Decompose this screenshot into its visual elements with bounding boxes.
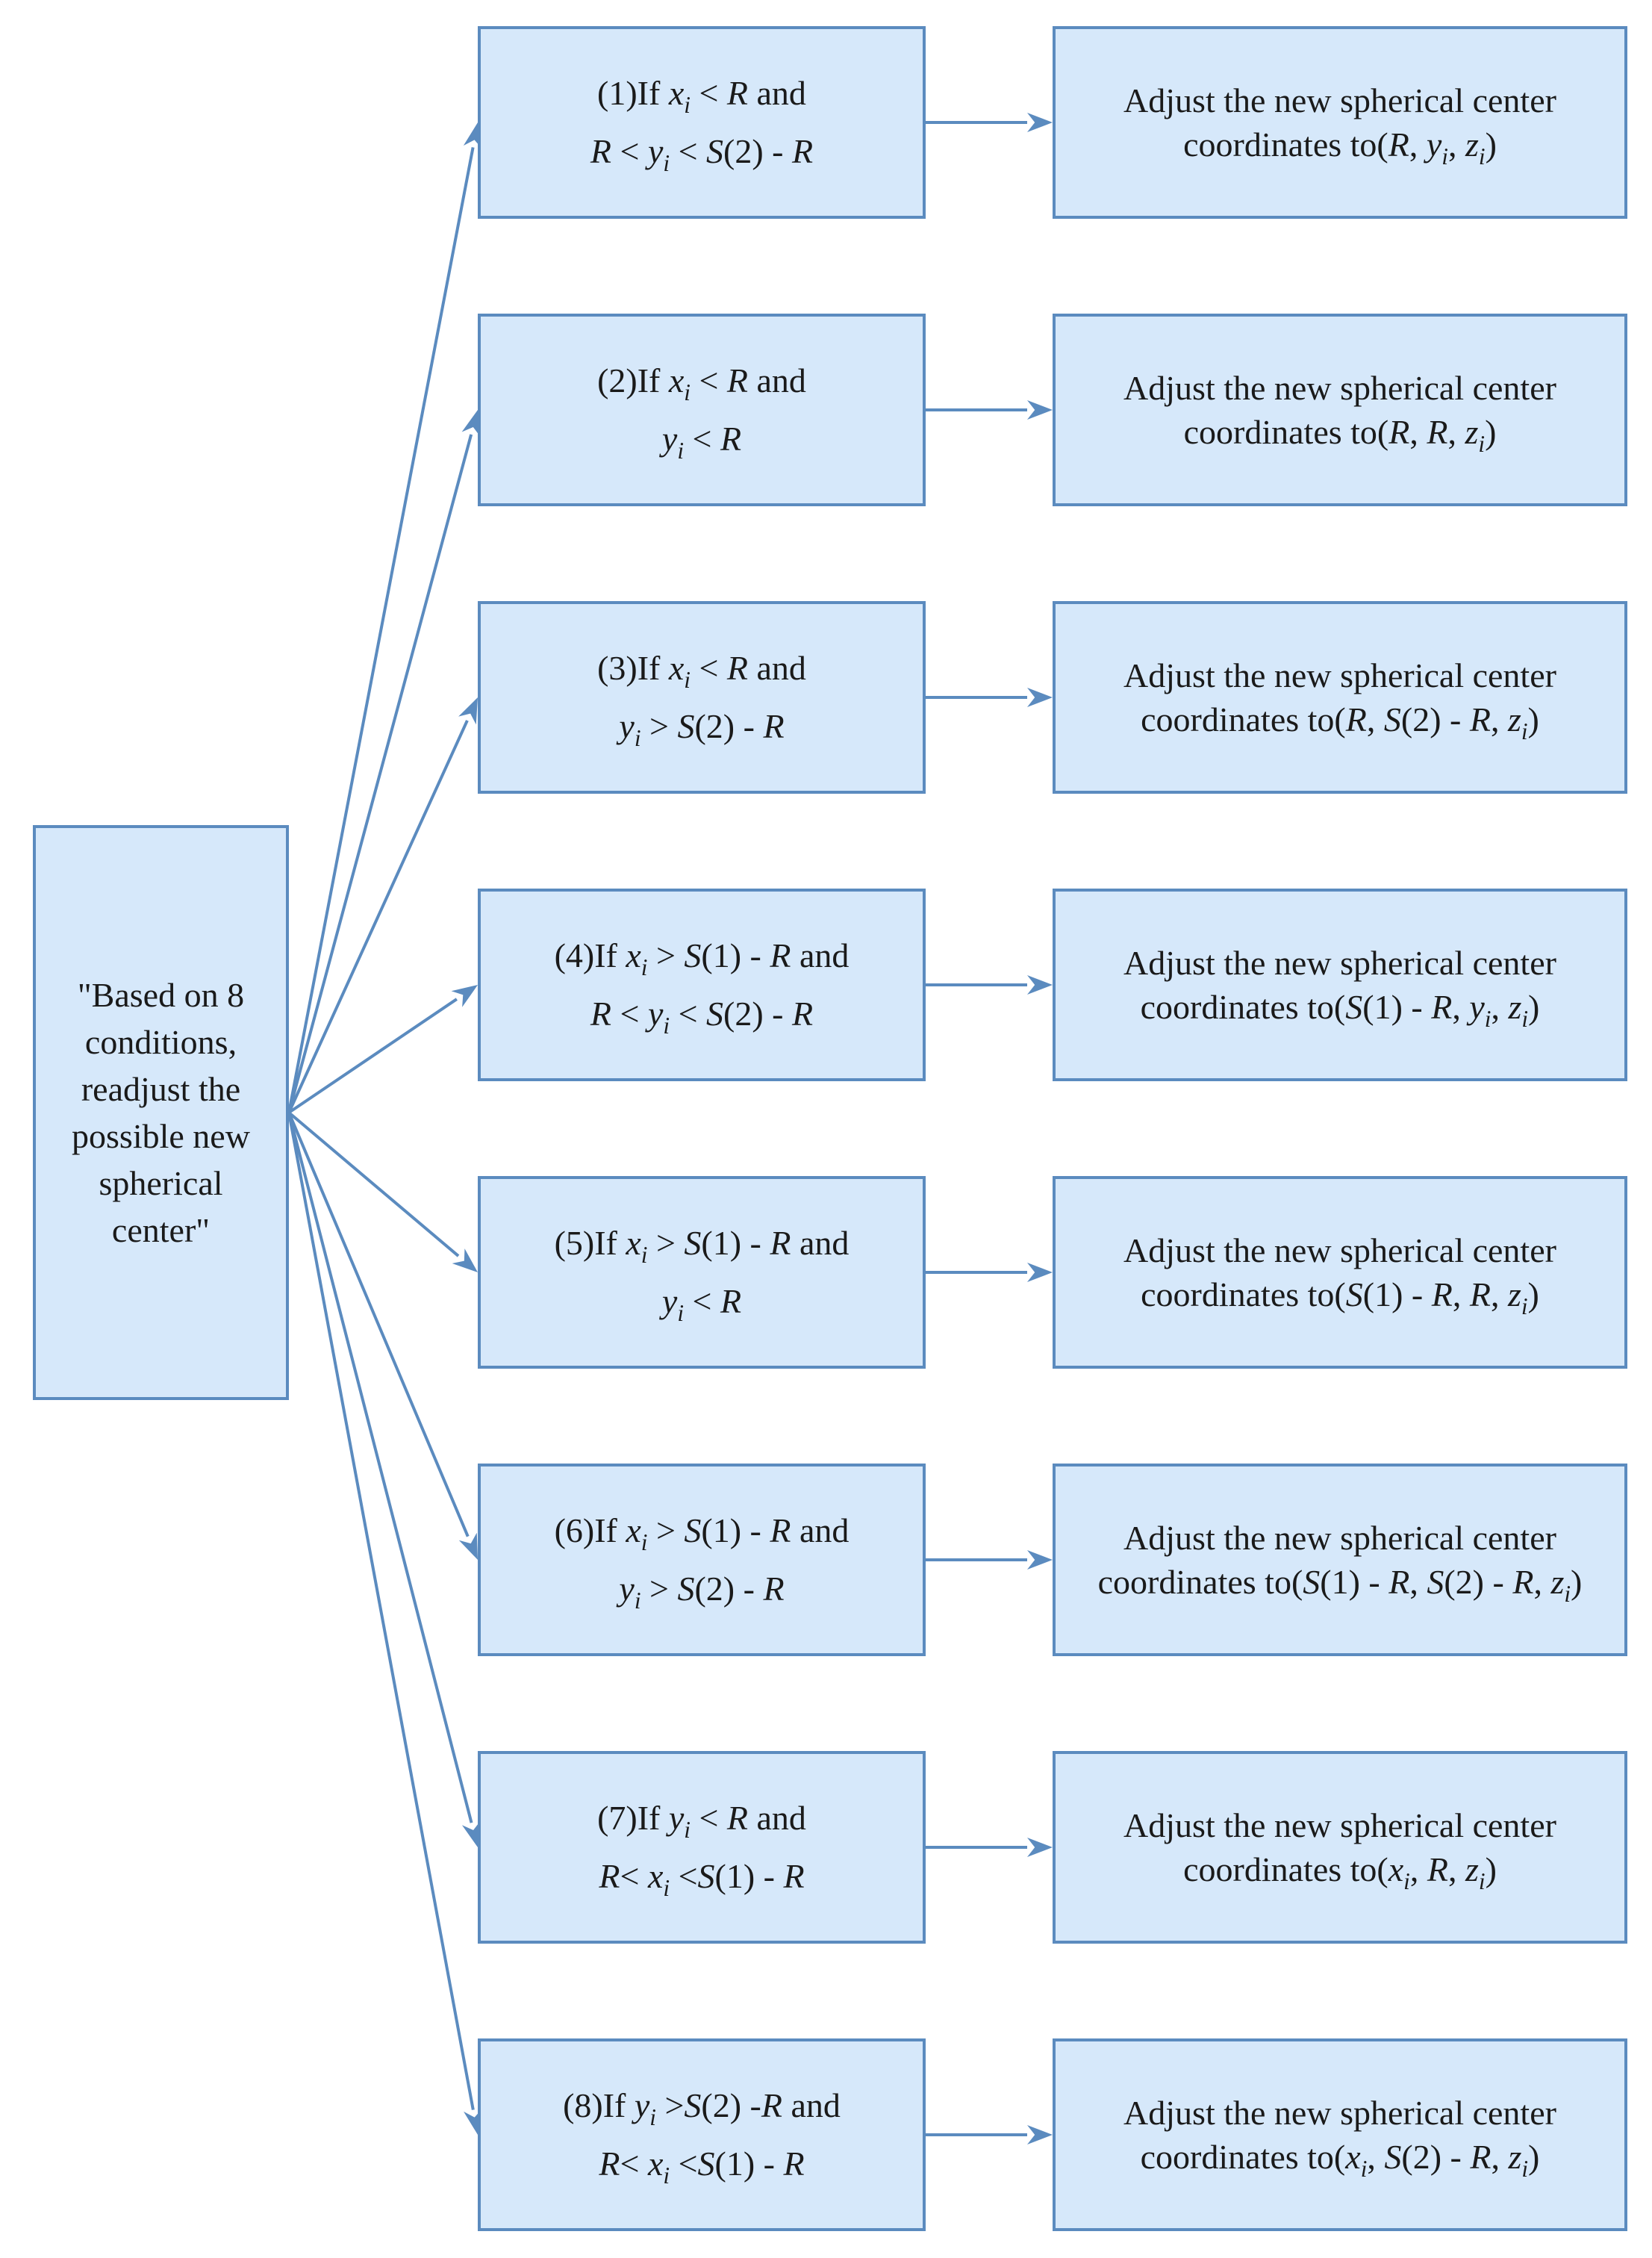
condition-box-1: (1)If xi < R and R < yi < S(2) - R <box>478 26 926 219</box>
condition-to-adjustment-arrow <box>926 2125 1053 2145</box>
adjustment-text-line: coordinates to(S(1) - R, R, zi) <box>1141 1275 1539 1319</box>
adjustment-text-line: Adjust the new spherical center <box>1123 2093 1556 2132</box>
condition-box-6: (6)If xi > S(1) - R and yi > S(2) - R <box>478 1464 926 1656</box>
adjustment-text-line: coordinates to(S(1) - R, S(2) - R, zi) <box>1097 1563 1583 1607</box>
source-to-condition-arrow <box>287 410 481 1113</box>
condition-to-adjustment-arrow <box>926 688 1053 707</box>
condition-text-line: yi > S(2) - R <box>619 707 785 751</box>
adjustment-box-4: Adjust the new spherical center coordinat… <box>1053 889 1627 1081</box>
condition-text-line: (7)If yi < R and <box>597 1799 806 1844</box>
condition-to-adjustment-arrow <box>926 400 1053 420</box>
adjustment-box-1: Adjust the new spherical center coordinat… <box>1053 26 1627 219</box>
source-to-condition-arrow <box>287 1112 481 1847</box>
condition-box-5: (5)If xi > S(1) - R and yi < R <box>478 1176 926 1369</box>
condition-text-line: (5)If xi > S(1) - R and <box>554 1224 850 1269</box>
adjustment-text-line: coordinates to(xi, S(2) - R, zi) <box>1140 2138 1540 2182</box>
condition-to-adjustment-arrow <box>926 1263 1053 1282</box>
source-box: "Based on 8 conditions, readjust the pos… <box>33 825 289 1400</box>
adjustment-text-line: Adjust the new spherical center <box>1123 656 1556 694</box>
adjustment-box-7: Adjust the new spherical center coordinat… <box>1053 1751 1627 1944</box>
condition-text-line: (2)If xi < R and <box>597 361 806 406</box>
condition-text-line: yi > S(2) - R <box>619 1570 785 1614</box>
adjustment-text-line: Adjust the new spherical center <box>1123 81 1556 119</box>
adjustment-box-6: Adjust the new spherical center coordinat… <box>1053 1464 1627 1656</box>
source-to-condition-arrow <box>287 122 483 1113</box>
condition-text-line: (6)If xi > S(1) - R and <box>554 1511 850 1556</box>
condition-box-3: (3)If xi < R and yi > S(2) - R <box>478 601 926 794</box>
adjustment-text-line: Adjust the new spherical center <box>1123 1231 1556 1269</box>
source-to-condition-arrow <box>287 697 478 1113</box>
condition-box-8: (8)If yi >S(2) -R and R< xi <S(1) - R <box>478 2038 926 2231</box>
source-to-condition-arrow <box>287 1112 483 2135</box>
condition-text-line: (3)If xi < R and <box>597 649 806 694</box>
adjustment-box-5: Adjust the new spherical center coordinat… <box>1053 1176 1627 1369</box>
condition-text-line: yi < R <box>661 1282 742 1326</box>
source-text: "Based on 8 conditions, readjust the pos… <box>72 975 250 1250</box>
adjustment-text-line: coordinates to(R, R, zi) <box>1183 413 1497 457</box>
condition-to-adjustment-arrow <box>926 975 1053 995</box>
condition-text-line: (1)If xi < R and <box>597 74 806 119</box>
adjustment-box-3: Adjust the new spherical center coordinat… <box>1053 601 1627 794</box>
adjustment-text-line: coordinates to(S(1) - R, yi, zi) <box>1140 988 1540 1032</box>
condition-box-4: (4)If xi > S(1) - R and R < yi < S(2) - R <box>478 889 926 1081</box>
condition-text-line: yi < R <box>661 420 742 464</box>
condition-text-line: R < yi < S(2) - R <box>590 995 814 1039</box>
condition-to-adjustment-arrow <box>926 1838 1053 1857</box>
condition-box-7: (7)If yi < R and R< xi <S(1) - R <box>478 1751 926 1944</box>
adjustment-box-8: Adjust the new spherical center coordinat… <box>1053 2038 1627 2231</box>
source-to-condition-arrow <box>287 985 478 1114</box>
adjustment-text-line: coordinates to(xi, R, zi) <box>1183 1850 1497 1894</box>
condition-text-line: R< xi <S(1) - R <box>599 2145 805 2189</box>
condition-text-line: R < yi < S(2) - R <box>590 132 814 176</box>
adjustment-box-2: Adjust the new spherical center coordinat… <box>1053 314 1627 506</box>
condition-text-line: (8)If yi >S(2) -R and <box>563 2086 841 2131</box>
adjustment-text-line: Adjust the new spherical center <box>1123 368 1556 407</box>
condition-to-adjustment-arrow <box>926 113 1053 132</box>
adjustment-text-line: coordinates to(R, S(2) - R, zi) <box>1141 700 1539 744</box>
condition-text-line: R< xi <S(1) - R <box>599 1857 805 1901</box>
source-to-condition-arrow <box>287 1111 478 1272</box>
adjustment-text-line: Adjust the new spherical center <box>1123 1518 1556 1557</box>
source-to-condition-arrow <box>287 1112 478 1560</box>
condition-box-2: (2)If xi < R and yi < R <box>478 314 926 506</box>
adjustment-text-line: Adjust the new spherical center <box>1123 1806 1556 1844</box>
condition-text-line: (4)If xi > S(1) - R and <box>554 936 850 981</box>
adjustment-text-line: coordinates to(R, yi, zi) <box>1183 125 1497 169</box>
condition-to-adjustment-arrow <box>926 1550 1053 1570</box>
adjustment-text-line: Adjust the new spherical center <box>1123 943 1556 982</box>
